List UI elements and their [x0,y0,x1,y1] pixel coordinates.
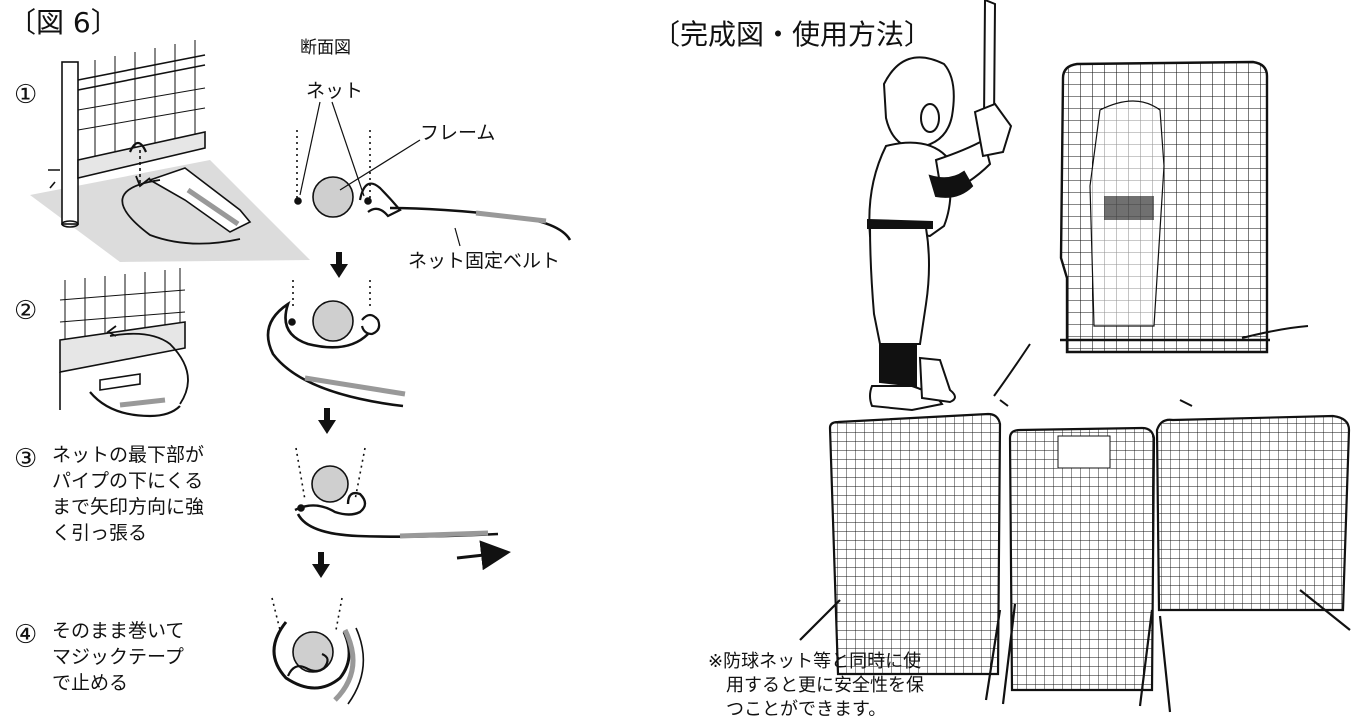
callout-belt: ネット固定ベルト [408,250,561,272]
cross-section-label: 断面図 [300,38,351,58]
cross-section-3 [294,447,511,571]
step-4-line-1: そのまま巻いて [52,620,185,642]
step-1-marker: ① [14,80,38,110]
safety-note-line-3: つことができます。 [726,699,887,720]
cross-section-1 [294,101,572,247]
step-2-illustration [59,268,189,418]
step-3-marker: ③ [14,444,38,474]
callout-net: ネット [306,80,364,102]
arrow-down-2 [318,408,336,434]
step-1-illustration [30,40,310,262]
step-3-line-1: ネットの最下部が [52,444,205,466]
step-4-marker: ④ [14,620,38,650]
step-4-line-3: で止める [52,672,129,694]
step-3-line-2: パイプの下にくる [52,470,204,492]
step-4-line-2: マジックテープ [52,646,184,668]
step-2-marker: ② [14,296,38,326]
cross-section-2 [266,280,406,408]
arrow-down-1 [330,252,348,278]
folding-net [799,412,1351,713]
safety-note-line-2: 用すると更に安全性を保 [726,675,924,696]
step-3-line-3: まで矢印方向に強 [52,496,205,518]
step-3-line-4: く引っ張る [52,522,148,544]
completed-screen [993,60,1309,407]
callout-frame: フレーム [420,122,496,144]
arrow-down-3 [312,552,330,578]
cross-section-4 [271,597,365,705]
completed-figure-title: 〔完成図・使用方法〕 [652,18,933,51]
figure-6-title: 〔図 6〕 [8,6,119,39]
batter-figure [867,0,1013,412]
